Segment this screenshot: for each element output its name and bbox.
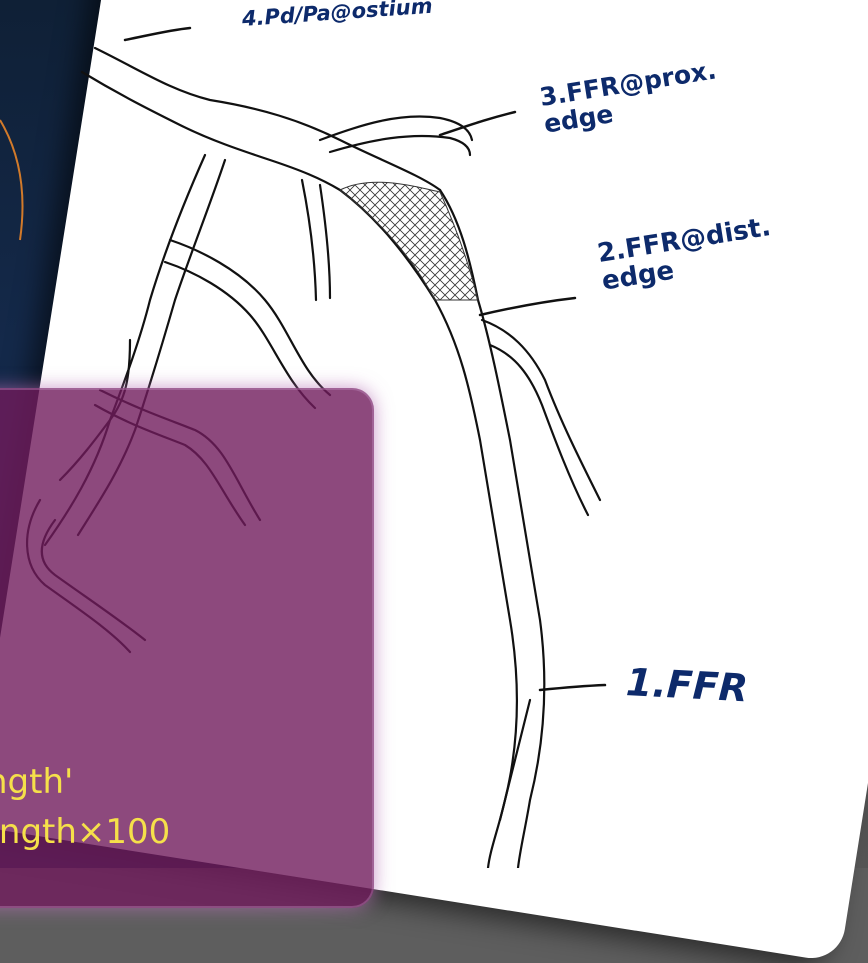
leader-line-2 — [480, 298, 575, 315]
formula-line-1: ngth' — [0, 762, 73, 802]
leader-line-4 — [125, 28, 190, 40]
label-ffr: 1.FFR — [625, 662, 749, 709]
vessel-right-branch-1 — [482, 320, 600, 500]
vessel-branch-prox-lower — [330, 136, 470, 155]
stent-segment — [340, 182, 478, 300]
vessel-mid-branch-1 — [170, 240, 330, 395]
formula-line-2: ength×100 — [0, 812, 170, 852]
vessel-lower-right-1 — [500, 700, 530, 820]
vessel-mid-branch-2 — [165, 262, 315, 408]
vessel-stub-1 — [302, 180, 316, 300]
leader-line-1 — [540, 685, 605, 690]
leader-line-3 — [440, 112, 515, 135]
vessel-main-lower-wall — [82, 72, 340, 190]
vessel-stub-2 — [320, 185, 330, 298]
